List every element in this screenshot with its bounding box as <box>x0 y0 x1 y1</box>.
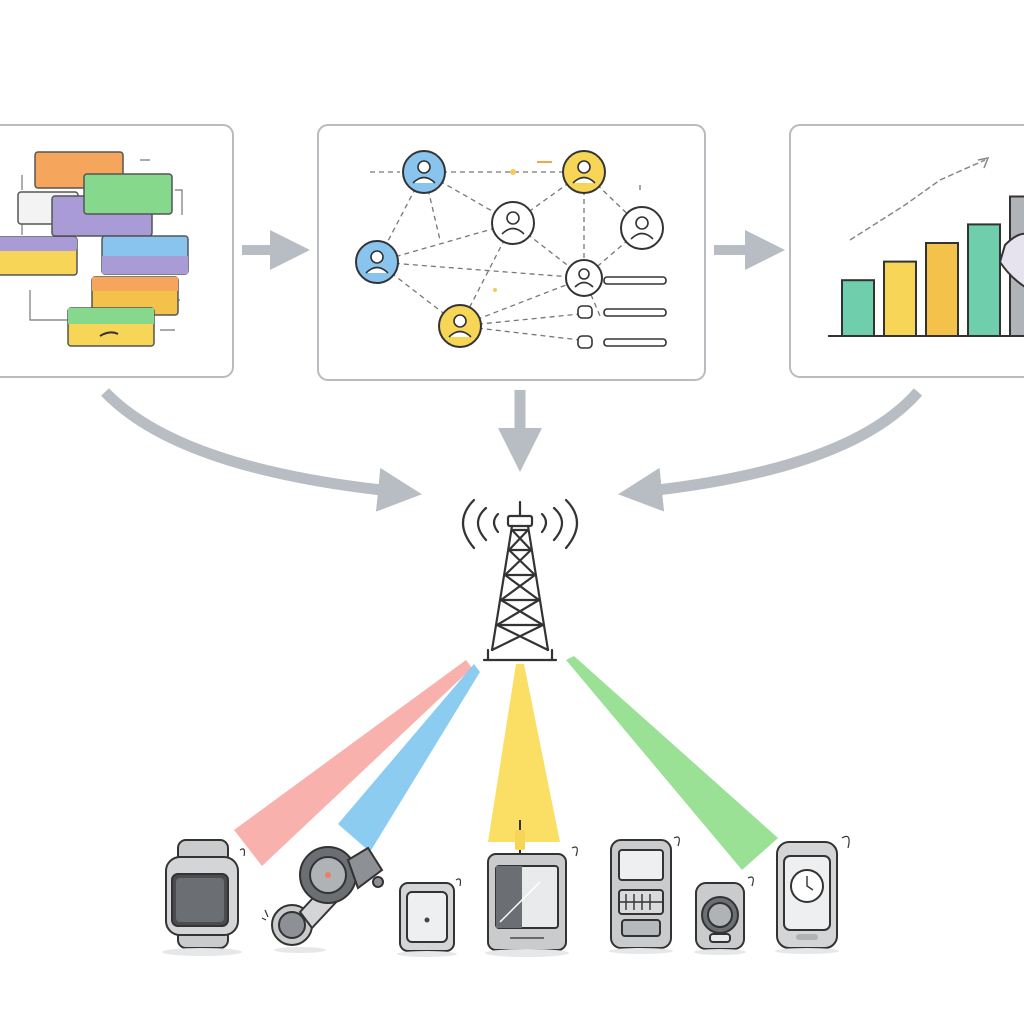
round-sensor-icon <box>695 876 754 950</box>
smartwatch-icon <box>165 839 246 949</box>
beam-green <box>566 656 778 870</box>
chart-bar-2 <box>883 260 917 338</box>
camera-device-icon <box>261 846 384 946</box>
panel-analytics <box>789 124 1024 378</box>
panel-network <box>317 124 706 381</box>
bar-chart-icon <box>841 195 1024 338</box>
arrow-curve-left-icon <box>101 388 422 512</box>
handheld-terminal-icon <box>610 836 680 949</box>
chart-bar-3 <box>925 242 959 337</box>
user-network-icon <box>355 150 667 349</box>
signal-beams <box>234 656 778 870</box>
chart-bar-1 <box>841 279 875 338</box>
panel-data-sources <box>0 124 234 378</box>
devices-row <box>165 820 850 952</box>
device-shadows <box>162 947 839 957</box>
phone-icon <box>776 835 850 949</box>
beam-red <box>234 660 472 866</box>
small-tracker-icon <box>399 878 462 952</box>
arrow-curve-right-icon <box>618 388 923 512</box>
beam-yellow <box>488 664 560 842</box>
stacked-cards-icon <box>0 151 189 347</box>
chart-bar-4 <box>967 223 1001 337</box>
shield-icon <box>998 232 1024 288</box>
cell-tower-icon <box>461 498 579 662</box>
tablet-icon <box>487 820 578 951</box>
trend-line <box>849 159 986 241</box>
beam-blue <box>338 664 480 852</box>
